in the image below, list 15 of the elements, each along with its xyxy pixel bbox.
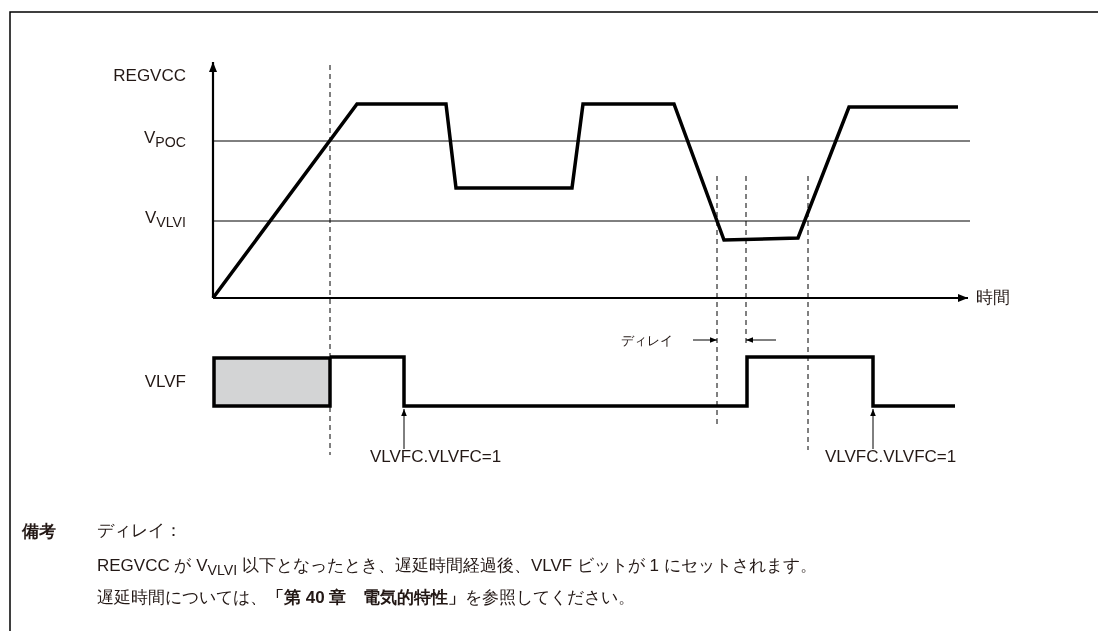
note-text: REGVCC が V$_{VLVI}$ 以下となったとき、遅延時間経過後、VLVF ビットが 1 にセットされます。 <box>97 556 817 581</box>
leader-line <box>401 408 407 450</box>
waveform <box>212 355 955 408</box>
axis-label: 時間 <box>976 288 1010 308</box>
annotation-label: VLVFC.VLVFC=1 <box>825 447 957 467</box>
note-text: 遅延時間については、「第 40 章 電気的特性」を参照してください。 <box>97 588 636 608</box>
axis-label: REGVCC <box>113 66 186 86</box>
dimension-label: ディレイ <box>621 332 673 350</box>
signal-label: VLVF <box>144 372 186 392</box>
note-heading: 備考 <box>22 522 56 542</box>
annotation-label: VLVFC.VLVFC=1 <box>370 447 502 467</box>
axis-label: V$_{VLVI}$ <box>145 208 186 233</box>
axis-label: V$_{POC}$ <box>143 128 186 153</box>
leader-line <box>870 408 876 450</box>
note-text: ディレイ： <box>97 521 182 541</box>
